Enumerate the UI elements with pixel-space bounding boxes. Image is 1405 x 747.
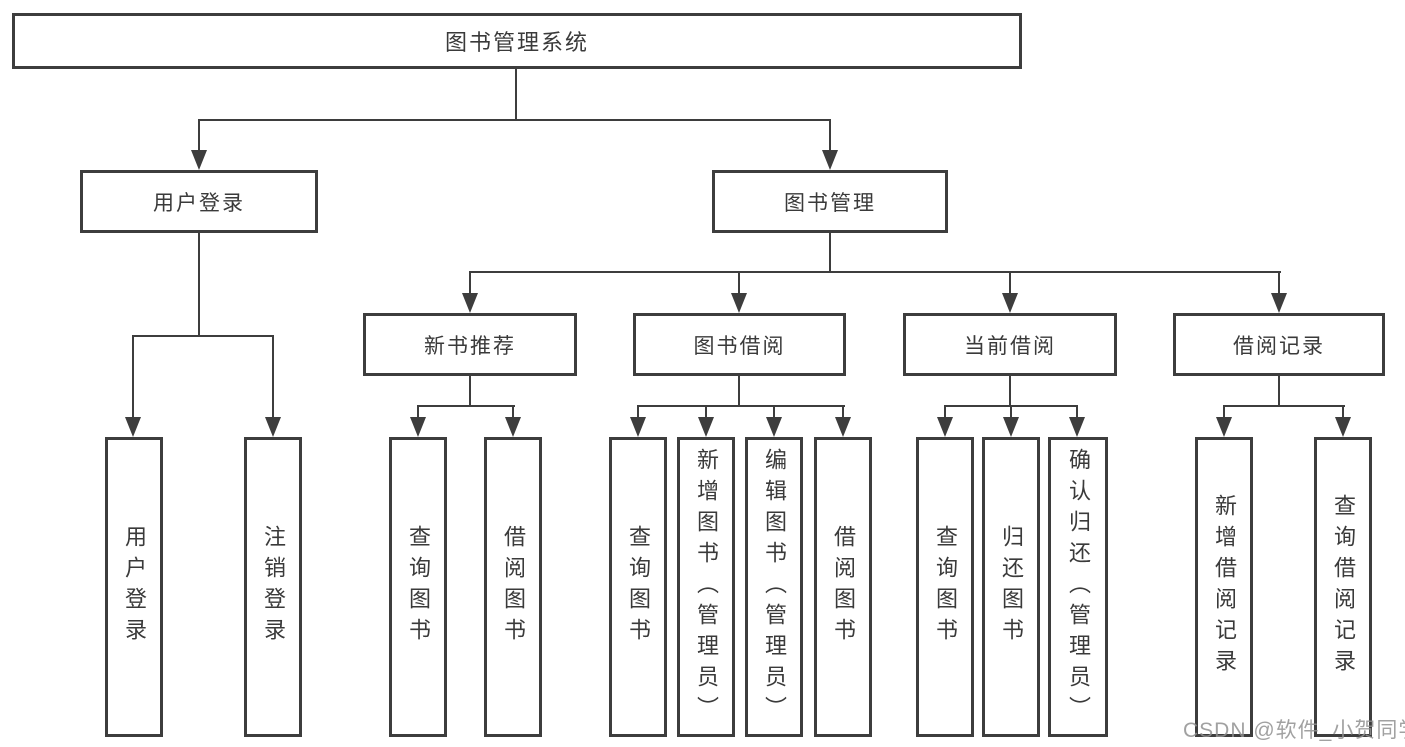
node-borrowing-records: 借阅记录 [1173,313,1385,376]
connector-hline [198,119,831,121]
leaf-query-books-recommend: 查询图书 [389,437,447,737]
connector-vline [272,335,274,418]
node-root-label: 图书管理系统 [444,30,589,55]
connector-vline [1278,376,1280,407]
node-root: 图书管理系统 [12,13,1022,69]
arrowhead-down-icon [937,417,953,437]
leaf-confirm-return-admin: 确认归还（管理员） [1048,437,1108,737]
leaf-return-book-label: 归还图书 [999,525,1024,649]
connector-vline [198,233,200,337]
node-new-book-recommend: 新书推荐 [363,313,577,376]
node-current-borrowing-label: 当前借阅 [964,334,1056,358]
arrowhead-down-icon [1216,417,1232,437]
connector-hline [417,405,515,407]
arrowhead-down-icon [191,150,207,170]
connector-hline [132,335,274,337]
leaf-query-books-current-label: 查询图书 [933,525,958,649]
connector-vline [738,376,740,407]
connector-vline [738,271,740,294]
connector-vline [417,405,419,418]
connector-vline [637,405,639,418]
connector-vline [1223,405,1225,418]
connector-vline [944,405,946,418]
connector-vline [469,271,471,294]
connector-vline [1342,405,1344,418]
leaf-borrow-books-recommend: 借阅图书 [484,437,542,737]
connector-vline [1010,405,1012,418]
node-user-login: 用户登录 [80,170,318,233]
arrowhead-down-icon [1335,417,1351,437]
leaf-return-book: 归还图书 [982,437,1040,737]
node-borrowing-records-label: 借阅记录 [1233,334,1325,358]
arrowhead-down-icon [265,417,281,437]
connector-vline [829,119,831,151]
connector-vline [1076,405,1078,418]
connector-hline [637,405,845,407]
node-book-management: 图书管理 [712,170,948,233]
arrowhead-down-icon [1271,293,1287,313]
connector-vline [512,405,514,418]
arrowhead-down-icon [1002,293,1018,313]
node-new-book-recommend-label: 新书推荐 [424,334,516,358]
connector-vline [1009,376,1011,407]
leaf-confirm-return-admin-label: 确认归还（管理员） [1066,447,1091,727]
node-book-borrowing: 图书借阅 [633,313,846,376]
leaf-edit-book-admin: 编辑图书（管理员） [745,437,803,737]
node-current-borrowing: 当前借阅 [903,313,1117,376]
leaf-query-borrow-record: 查询借阅记录 [1314,437,1372,737]
leaf-borrow-books-recommend-label: 借阅图书 [501,525,526,649]
leaf-query-books-borrowing: 查询图书 [609,437,667,737]
connector-vline [773,405,775,418]
connector-vline [515,69,517,121]
leaf-add-book-admin: 新增图书（管理员） [677,437,735,737]
node-user-login-label: 用户登录 [153,191,245,215]
connector-vline [469,376,471,407]
arrowhead-down-icon [462,293,478,313]
csdn-watermark: CSDN @软件_小贺同学 [1183,719,1405,742]
arrowhead-down-icon [766,417,782,437]
leaf-add-book-admin-label: 新增图书（管理员） [694,447,719,727]
node-book-borrowing-label: 图书借阅 [693,334,786,358]
connector-vline [1009,271,1011,294]
leaf-logout: 注销登录 [244,437,302,737]
leaf-query-books-recommend-label: 查询图书 [406,525,431,649]
connector-vline [842,405,844,418]
leaf-edit-book-admin-label: 编辑图书（管理员） [762,447,787,727]
arrowhead-down-icon [698,417,714,437]
leaf-query-books-current: 查询图书 [916,437,974,737]
arrowhead-down-icon [505,417,521,437]
leaf-query-books-borrowing-label: 查询图书 [626,525,651,649]
arrowhead-down-icon [1003,417,1019,437]
connector-hline [1223,405,1345,407]
arrowhead-down-icon [410,417,426,437]
leaf-user-login: 用户登录 [105,437,163,737]
arrowhead-down-icon [125,417,141,437]
connector-vline [132,335,134,418]
connector-vline [1278,271,1280,294]
arrowhead-down-icon [630,417,646,437]
leaf-add-borrow-record: 新增借阅记录 [1195,437,1253,737]
arrowhead-down-icon [835,417,851,437]
connector-vline [829,233,831,273]
leaf-borrow-books-borrowing: 借阅图书 [814,437,872,737]
connector-hline [469,271,1281,273]
leaf-add-borrow-record-label: 新增借阅记录 [1212,494,1237,680]
connector-vline [198,119,200,151]
leaf-logout-label: 注销登录 [261,525,286,649]
connector-vline [705,405,707,418]
arrowhead-down-icon [731,293,747,313]
leaf-query-borrow-record-label: 查询借阅记录 [1331,494,1356,680]
node-book-management-label: 图书管理 [784,191,876,215]
arrowhead-down-icon [822,150,838,170]
leaf-user-login-label: 用户登录 [122,525,147,649]
arrowhead-down-icon [1069,417,1085,437]
leaf-borrow-books-borrowing-label: 借阅图书 [831,525,856,649]
